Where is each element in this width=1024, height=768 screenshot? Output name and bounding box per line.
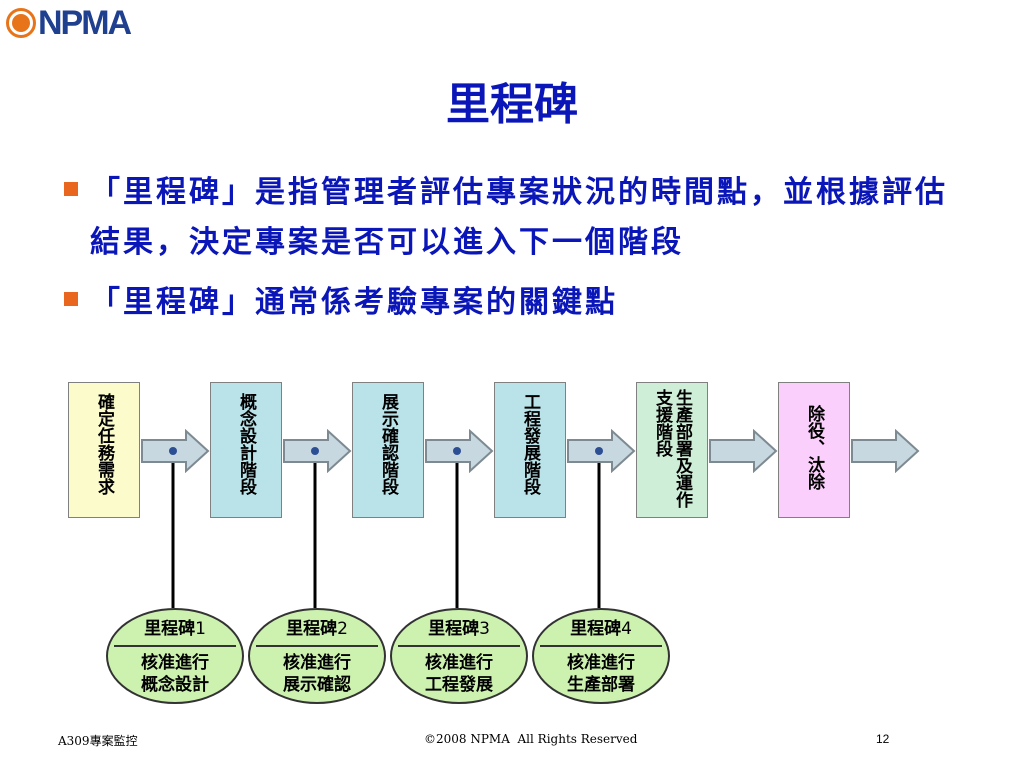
milestone-number: 1 bbox=[195, 619, 206, 639]
phase-box: 生產部署及運作支援階段 bbox=[636, 382, 708, 518]
milestone-divider bbox=[398, 645, 520, 647]
milestone-oval: 里程碑3 核准進行 工程發展 bbox=[390, 608, 528, 704]
arrow-right-icon bbox=[567, 429, 636, 473]
phase-box: 確定任務需求 bbox=[68, 382, 140, 518]
milestone-number: 4 bbox=[621, 619, 632, 639]
phase-box: 概念設計階段 bbox=[210, 382, 282, 518]
bullet-list: 「里程碑」是指管理者評估專案狀況的時間點，並根據評估結果，決定專案是否可以進入下… bbox=[64, 168, 964, 338]
milestone-number: 2 bbox=[337, 619, 348, 639]
arrow-right-icon bbox=[709, 429, 778, 473]
milestone-name: 里程碑 bbox=[286, 619, 338, 639]
phase-label: 工程發展階段 bbox=[520, 393, 540, 495]
milestone-diagram: 確定任務需求 概念設計階段 展示確認階段 工程發展階段 生產部署及運作支援階段 … bbox=[60, 372, 930, 712]
milestone-line1: 核准進行 bbox=[283, 653, 351, 673]
phase-box: 展示確認階段 bbox=[352, 382, 424, 518]
milestone-oval: 里程碑1 核准進行 概念設計 bbox=[106, 608, 244, 704]
logo-text: NPMA bbox=[38, 4, 132, 42]
phase-label: 展示確認階段 bbox=[378, 393, 398, 495]
milestone-line1: 核准進行 bbox=[141, 653, 209, 673]
milestone-line2: 工程發展 bbox=[425, 675, 493, 695]
bullet-item: 「里程碑」通常係考驗專案的關鍵點 bbox=[64, 278, 964, 328]
bullet-text: 「里程碑」是指管理者評估專案狀況的時間點，並根據評估結果，決定專案是否可以進入下… bbox=[90, 175, 948, 260]
globe-icon bbox=[6, 8, 36, 38]
milestone-name: 里程碑 bbox=[144, 619, 196, 639]
npma-logo: NPMA bbox=[6, 4, 132, 42]
milestone-line2: 生產部署 bbox=[567, 675, 635, 695]
milestone-divider bbox=[256, 645, 378, 647]
arrow-right-icon bbox=[283, 429, 352, 473]
phase-box: 除役、汰除 bbox=[778, 382, 850, 518]
phase-box: 工程發展階段 bbox=[494, 382, 566, 518]
bullet-square-icon bbox=[64, 292, 78, 306]
milestone-number: 3 bbox=[479, 619, 490, 639]
slide-title: 里程碑 bbox=[446, 79, 578, 130]
milestone-line2: 概念設計 bbox=[141, 675, 209, 695]
phase-label: 生產部署及運作支援階段 bbox=[652, 389, 692, 508]
milestone-oval: 里程碑4 核准進行 生產部署 bbox=[532, 608, 670, 704]
phase-label: 確定任務需求 bbox=[94, 393, 114, 495]
milestone-name: 里程碑 bbox=[570, 619, 622, 639]
arrow-right-icon bbox=[141, 429, 210, 473]
milestone-name: 里程碑 bbox=[428, 619, 480, 639]
page-number: 12 bbox=[876, 732, 890, 746]
milestone-line1: 核准進行 bbox=[567, 653, 635, 673]
phase-label: 概念設計階段 bbox=[236, 393, 256, 495]
milestone-line2: 展示確認 bbox=[283, 675, 351, 695]
bullet-item: 「里程碑」是指管理者評估專案狀況的時間點，並根據評估結果，決定專案是否可以進入下… bbox=[64, 168, 964, 268]
milestone-divider bbox=[540, 645, 662, 647]
bullet-square-icon bbox=[64, 182, 78, 196]
milestone-divider bbox=[114, 645, 236, 647]
phase-label: 除役、汰除 bbox=[804, 405, 824, 490]
footer-course-label: A309專案監控 bbox=[58, 734, 138, 748]
bullet-text: 「里程碑」通常係考驗專案的關鍵點 bbox=[90, 285, 618, 320]
footer-copyright: ©2008 NPMA All Rights Reserved bbox=[424, 732, 638, 746]
connector-lines bbox=[171, 450, 601, 608]
milestone-line1: 核准進行 bbox=[425, 653, 493, 673]
arrow-right-icon bbox=[425, 429, 494, 473]
arrow-right-icon bbox=[851, 429, 920, 473]
milestone-oval: 里程碑2 核准進行 展示確認 bbox=[248, 608, 386, 704]
